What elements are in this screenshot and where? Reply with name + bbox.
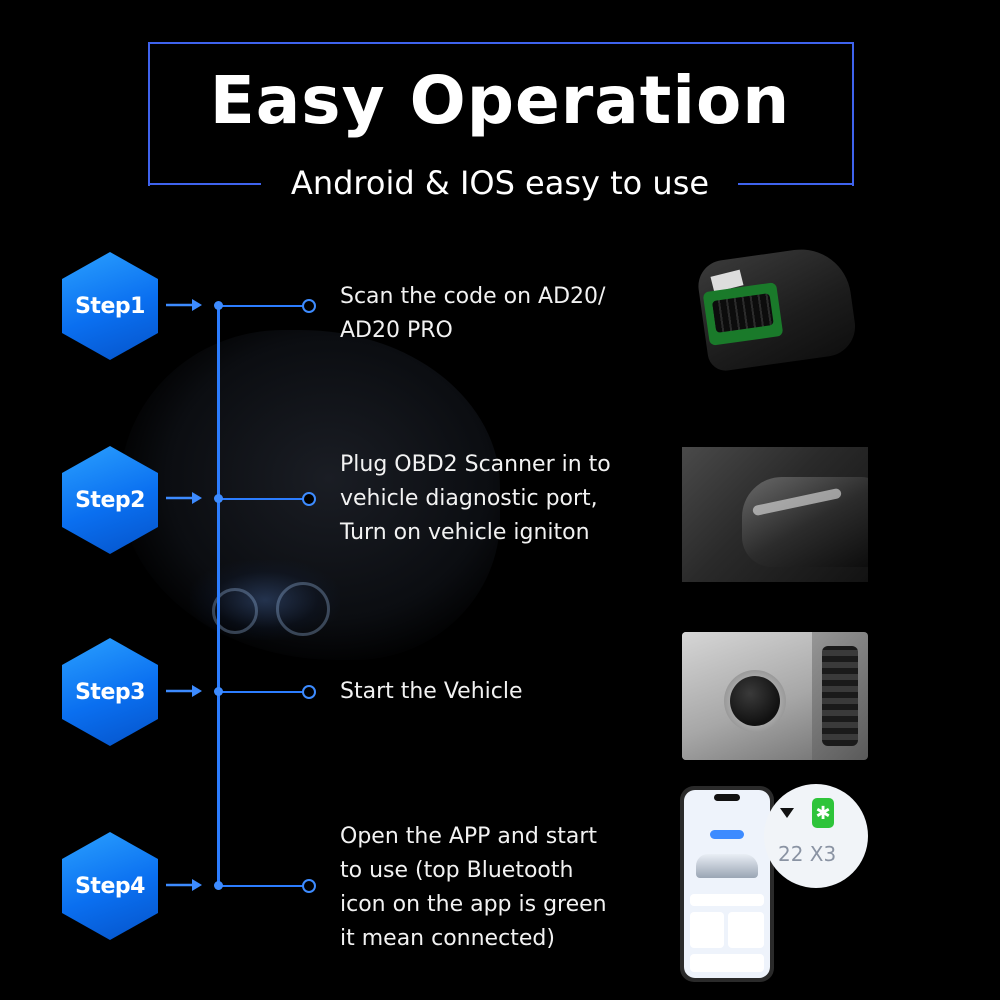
timeline-line	[217, 306, 220, 886]
header-frame-line	[738, 183, 852, 185]
timeline-node	[214, 687, 223, 696]
step-text-line: Plug OBD2 Scanner in to	[340, 452, 611, 477]
step-text-line: icon on the app is green	[340, 892, 607, 917]
step-text-line: Start the Vehicle	[340, 679, 523, 704]
obd2-scanner-device-image	[692, 245, 862, 375]
page-title: Easy Operation	[209, 62, 791, 139]
step-text-line: Turn on vehicle igniton	[340, 520, 590, 545]
timeline-endpoint	[302, 492, 316, 506]
step-text-line: vehicle diagnostic port,	[340, 486, 598, 511]
timeline-branch	[218, 305, 304, 307]
step-1-text: Scan the code on AD20/ AD20 PRO	[340, 280, 605, 348]
timeline-node	[214, 301, 223, 310]
step-text-line: Scan the code on AD20/	[340, 284, 606, 309]
diagnostic-port-image	[682, 447, 868, 582]
dropdown-triangle-icon	[780, 808, 794, 818]
bluetooth-icon: ✱	[812, 798, 834, 828]
timeline-branch	[218, 691, 304, 693]
page-subtitle: Android & IOS easy to use	[290, 164, 710, 202]
step-4-badge-label: Step4	[75, 873, 145, 899]
header-frame-line	[148, 183, 261, 185]
step-2-badge: Step2	[62, 446, 158, 554]
step-text-line: to use (top Bluetooth	[340, 858, 574, 883]
step-text-line: AD20 PRO	[340, 318, 453, 343]
timeline-endpoint	[302, 685, 316, 699]
step-3-badge: Step3	[62, 638, 158, 746]
step-4-badge: Step4	[62, 832, 158, 940]
timeline-branch	[218, 885, 304, 887]
timeline-node	[214, 494, 223, 503]
timeline-endpoint	[302, 879, 316, 893]
arrow-right-icon	[166, 299, 202, 311]
step-1-badge: Step1	[62, 252, 158, 360]
step-3-text: Start the Vehicle	[340, 675, 523, 709]
timeline-endpoint	[302, 299, 316, 313]
background-headlight-ring	[276, 582, 330, 636]
timeline-branch	[218, 498, 304, 500]
arrow-right-icon	[166, 685, 202, 697]
arrow-right-icon	[166, 492, 202, 504]
header-frame	[148, 42, 854, 186]
background-headlight-ring	[212, 588, 258, 634]
timeline-node	[214, 881, 223, 890]
step-2-text: Plug OBD2 Scanner in to vehicle diagnost…	[340, 448, 611, 550]
step-3-badge-label: Step3	[75, 679, 145, 705]
zoom-text: 22 X3	[778, 842, 837, 866]
step-1-badge-label: Step1	[75, 293, 145, 319]
phone-app-image: ✱ 22 X3	[680, 784, 870, 984]
start-stop-button-image	[682, 632, 868, 760]
step-text-line: it mean connected)	[340, 926, 555, 951]
arrow-right-icon	[166, 879, 202, 891]
step-text-line: Open the APP and start	[340, 824, 598, 849]
step-2-badge-label: Step2	[75, 487, 145, 513]
phone-icon	[680, 786, 774, 982]
step-4-text: Open the APP and start to use (top Bluet…	[340, 820, 607, 956]
